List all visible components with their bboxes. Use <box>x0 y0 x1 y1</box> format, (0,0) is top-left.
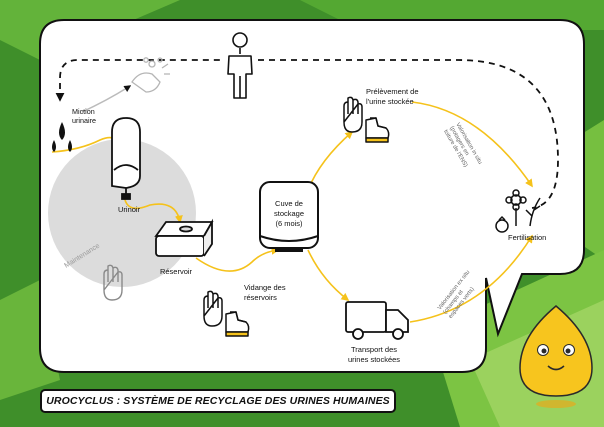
label-urinoir: Urinoir <box>118 205 141 214</box>
boot-icon-vidange <box>225 311 250 337</box>
flow-cuve-to-transport <box>307 249 350 301</box>
plant-icon <box>495 189 541 233</box>
flow-to-handwashing <box>81 85 132 113</box>
boot-icon-prelevement <box>365 117 390 143</box>
mascot-icon <box>519 305 593 408</box>
hand-washing-icon <box>131 57 170 93</box>
flow-reservoir-to-cuve <box>195 246 280 272</box>
caption-title: UROCYCLUS : SYSTÈME DE RECYCLAGE DES URI… <box>46 395 390 407</box>
flow-prelevement-to-fertilisation <box>411 101 533 188</box>
reservoir-icon <box>154 218 214 257</box>
water-drop-icon <box>52 122 72 152</box>
glove-icon-prelevement <box>343 96 363 133</box>
urinal-icon <box>111 117 141 200</box>
storage-tank-icon <box>259 181 319 252</box>
label-fertilisation: Fertilisation <box>508 233 546 242</box>
dashed-return-loop <box>60 59 559 209</box>
person-icon <box>227 32 253 99</box>
glove-icon-vidange <box>203 290 223 327</box>
caption-box: UROCYCLUS : SYSTÈME DE RECYCLAGE DES URI… <box>40 389 396 413</box>
label-reservoir: Réservoir <box>160 267 193 276</box>
flow-urinoir-to-reservoir <box>123 194 183 224</box>
flow-transport-to-fertilisation <box>409 234 533 323</box>
truck-icon <box>345 301 409 340</box>
glove-icon-maintenance <box>103 264 123 301</box>
